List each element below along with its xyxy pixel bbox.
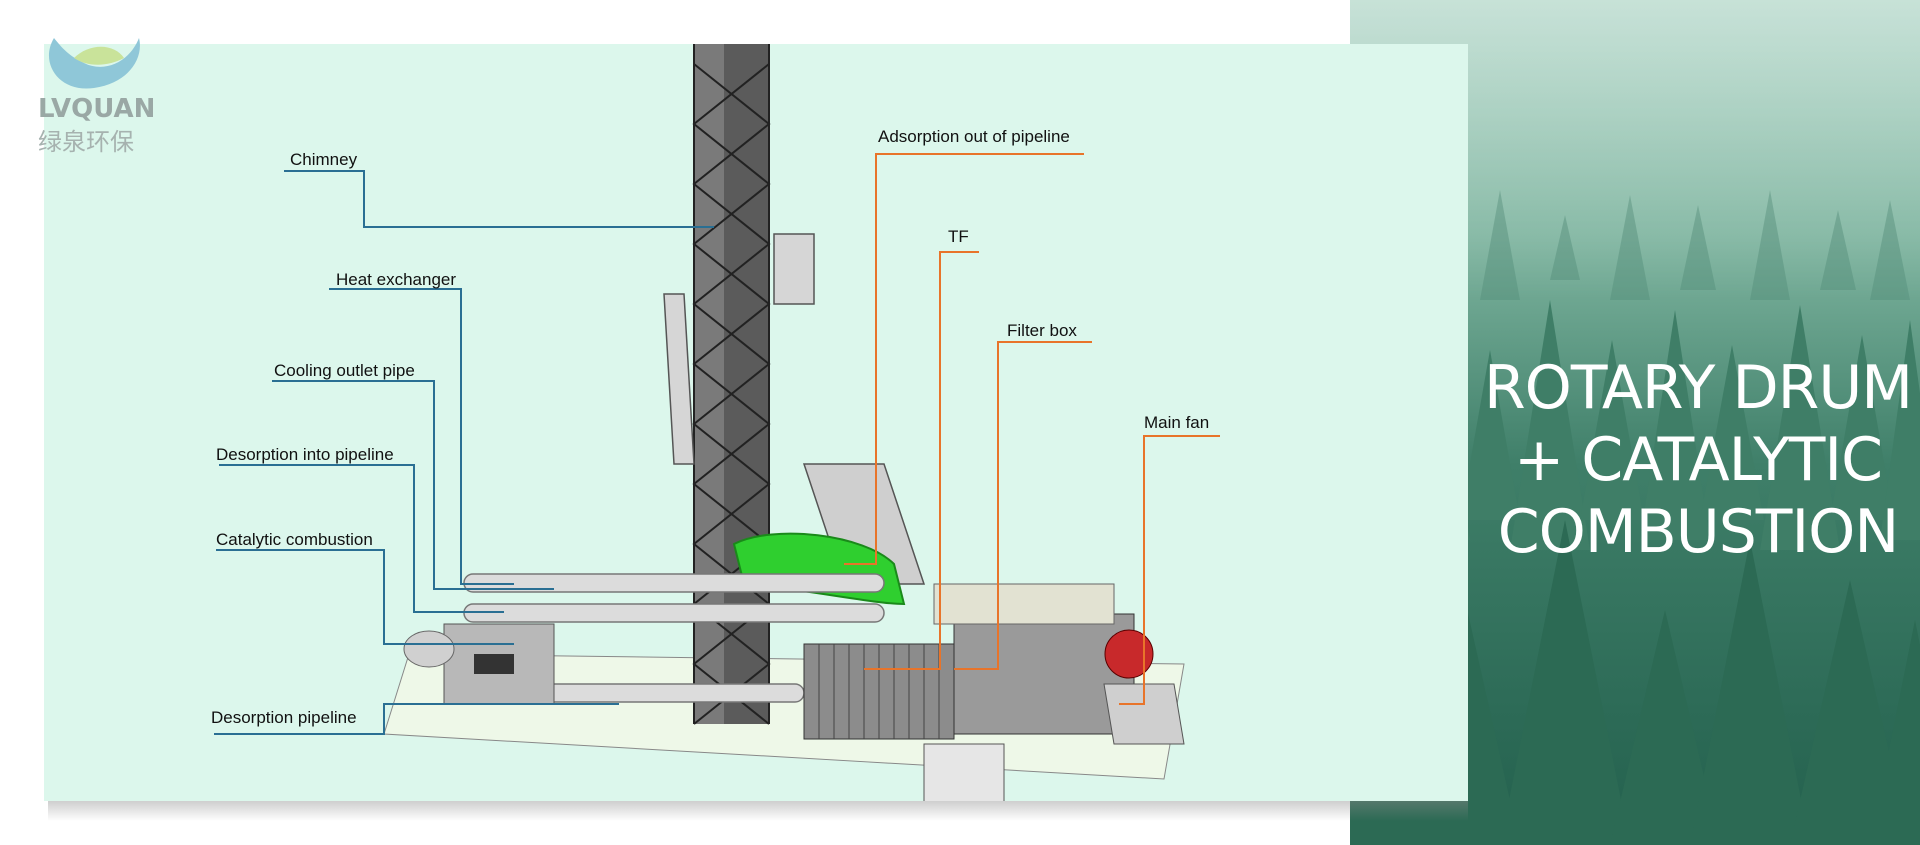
label-desorption-into-pipeline: Desorption into pipeline [216,445,394,464]
label-cooling-outlet-pipe: Cooling outlet pipe [274,361,415,380]
headline: ROTARY DRUM + CATALYTIC COMBUSTION [1468,352,1920,568]
brand-logo-subtext: 绿泉环保 [38,128,134,156]
label-filter-box: Filter box [1007,321,1077,340]
label-chimney: Chimney [290,150,358,169]
label-desorption-pipeline: Desorption pipeline [211,708,357,727]
label-adsorption-out-of-pipeline: Adsorption out of pipeline [878,127,1070,146]
brand-logo-icon [48,38,140,89]
label-main-fan: Main fan [1144,413,1210,432]
label-catalytic-combustion: Catalytic combustion [216,530,373,549]
leader-lines-blue [214,170,714,735]
headline-line-1: ROTARY DRUM [1483,353,1913,423]
label-heat-exchanger: Heat exchanger [336,270,457,289]
brand-logo-text: LVQUAN [38,94,156,124]
leader-lines-orange [844,153,1220,705]
adsorption-container [803,643,955,740]
main-fan-unit [1103,629,1185,745]
equipment-illustration [214,44,1220,801]
pipelines [463,573,885,703]
diagram-card: Chimney Heat exchanger Cooling outlet pi… [44,44,1468,801]
catalytic-combustion-unit [403,623,555,705]
label-tf: TF [948,227,969,246]
headline-line-2: + CATALYTIC [1513,425,1883,495]
headline-line-3: COMBUSTION [1497,497,1900,567]
filter-box-unit [923,583,1135,801]
